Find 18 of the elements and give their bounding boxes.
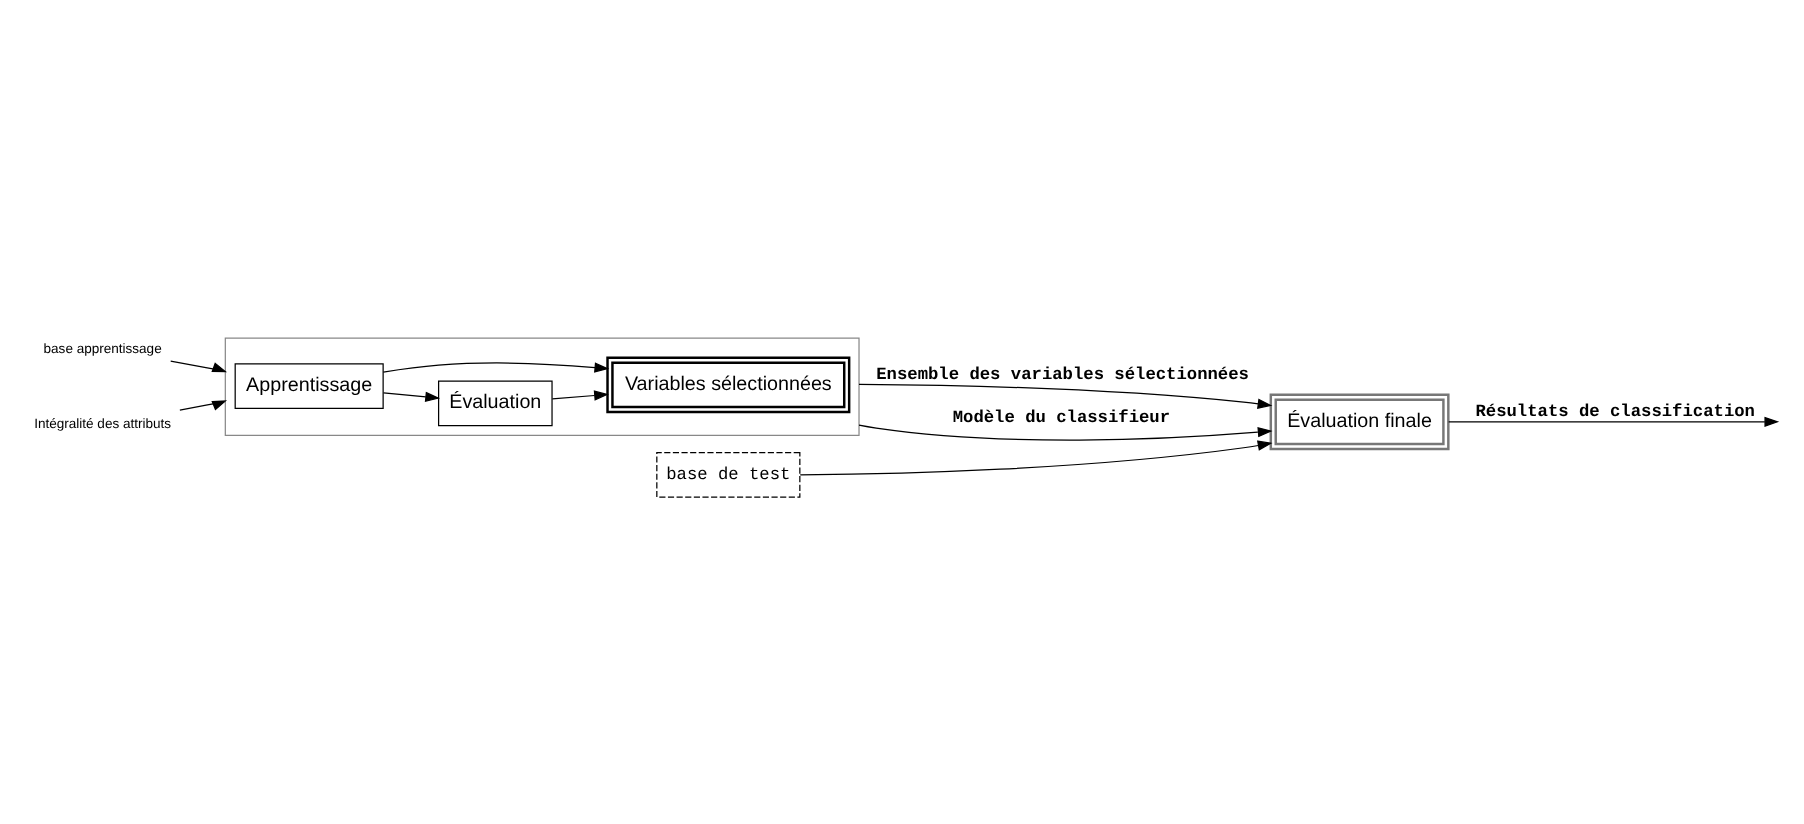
arrow [382,362,610,373]
arrow [551,390,609,401]
node-box: Variables sélectionnées [606,356,851,414]
node-box: Apprentissage [234,363,384,409]
arrow [382,391,441,403]
edge-label: Ensemble des variables sélectionnées [876,364,1249,385]
arrow [799,440,1273,476]
cluster [224,337,860,437]
node-box: Évaluation [438,380,553,427]
arrow [179,400,228,411]
arrow [858,424,1273,441]
arrow [170,360,228,373]
edge-label: Modèle du classifieur [952,408,1171,429]
node-box: base de test [656,452,801,498]
arrow [1448,416,1780,428]
edge-label: Résultats de classification [1475,401,1755,422]
node-box: Évaluation finale [1269,393,1450,451]
arrow [858,383,1273,409]
